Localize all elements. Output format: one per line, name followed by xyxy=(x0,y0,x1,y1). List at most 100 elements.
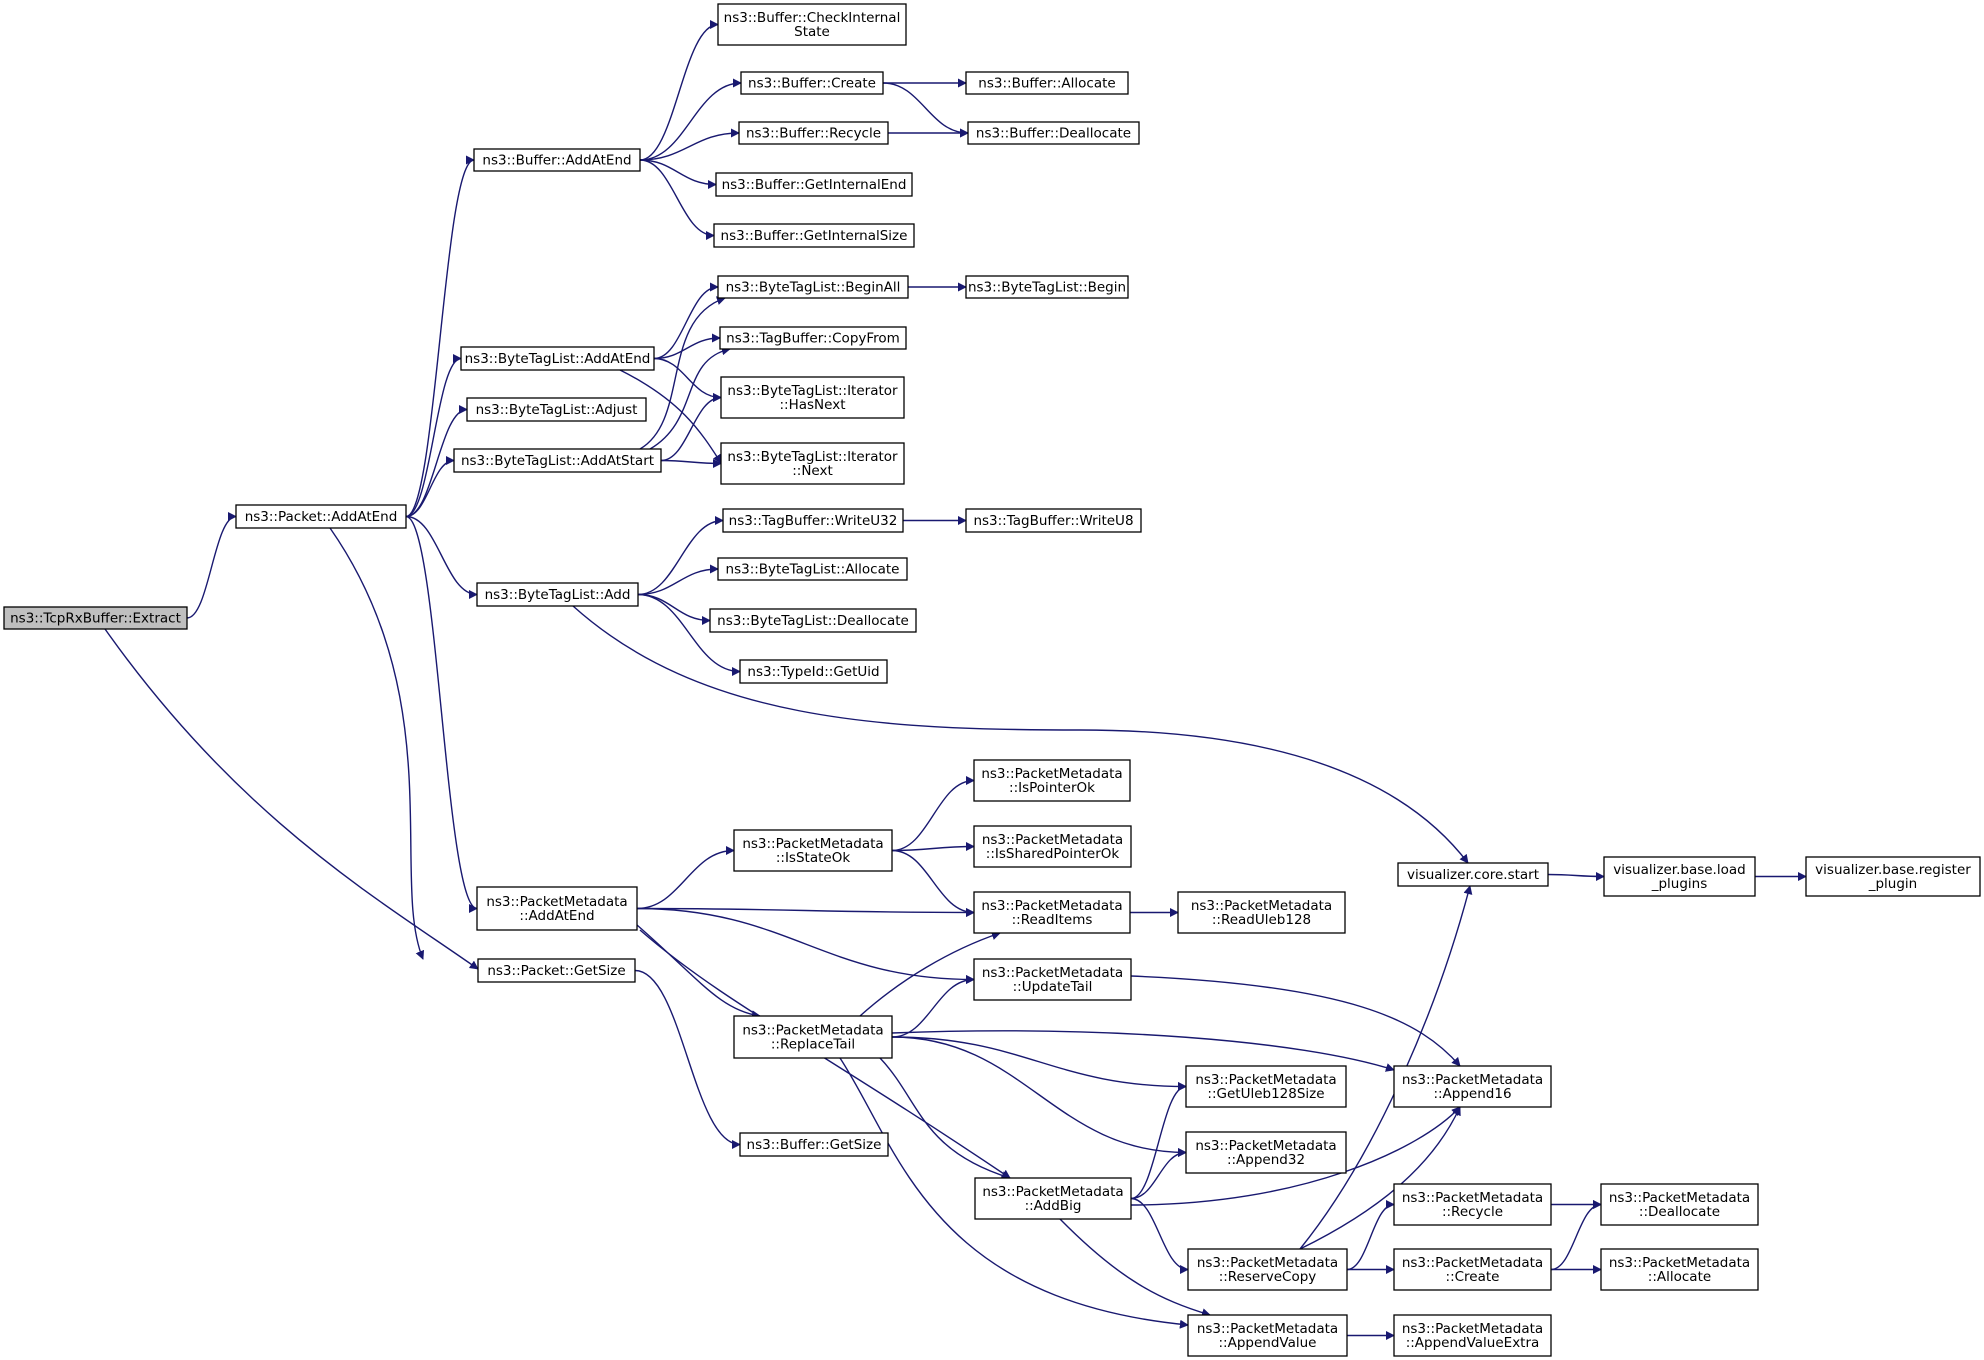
node-btl-iter-next[interactable]: ns3::ByteTagList::Iterator::Next xyxy=(720,442,905,485)
edge-buffer_addatend-to-buffer_getinternalend xyxy=(639,159,717,189)
node-label: ns3::PacketMetadata xyxy=(486,894,627,910)
edge-packet_addatend-to-packet_getsize xyxy=(329,527,425,960)
node-pm-updatetail[interactable]: ns3::PacketMetadata::UpdateTail xyxy=(973,958,1132,1001)
node-buffer-addatend[interactable]: ns3::Buffer::AddAtEnd xyxy=(473,148,641,172)
node-box xyxy=(1805,856,1981,897)
node-pm-replacetail[interactable]: ns3::PacketMetadata::ReplaceTail xyxy=(733,1015,893,1059)
edge-btl_add-to-btl_deallocate xyxy=(637,593,711,625)
edge-btl_addatend-to-btl_beginall xyxy=(653,282,719,360)
edge-pm_addatend-to-pm_readitems xyxy=(636,907,975,917)
edge-btl_add-to-btl_allocate xyxy=(637,564,719,596)
edge-buffer_addatend-to-buffer_recycle xyxy=(639,128,740,161)
edge-tcprx_extract-to-packet_getsize xyxy=(104,628,479,970)
node-tcprx-extract[interactable]: ns3::TcpRxBuffer::Extract xyxy=(3,606,188,630)
node-btl-iter-hasnext[interactable]: ns3::ByteTagList::Iterator::HasNext xyxy=(720,376,905,419)
node-packet-addatend[interactable]: ns3::Packet::AddAtEnd xyxy=(235,504,407,529)
edge-pm_addbig-to-pm_getuleb128size xyxy=(1130,1082,1187,1200)
edge-pm_replacetail-to-pm_readitems xyxy=(859,931,1001,1017)
node-label: ::ReplaceTail xyxy=(771,1037,855,1053)
node-pm-deallocate[interactable]: ns3::PacketMetadata::Deallocate xyxy=(1600,1183,1759,1226)
node-tagbuffer-copyfrom[interactable]: ns3::TagBuffer::CopyFrom xyxy=(719,326,907,350)
node-pm-ispointerok[interactable]: ns3::PacketMetadata::IsPointerOk xyxy=(973,759,1131,802)
node-tagbuffer-writeu8[interactable]: ns3::TagBuffer::WriteU8 xyxy=(965,508,1142,533)
node-buffer-getinternalsize[interactable]: ns3::Buffer::GetInternalSize xyxy=(713,223,915,248)
node-label: ns3::PacketMetadata xyxy=(1402,1072,1543,1088)
node-btl-allocate[interactable]: ns3::ByteTagList::Allocate xyxy=(717,557,908,581)
edge-vis_core_start-to-vis_base_load_plugins xyxy=(1547,871,1605,881)
edge-pm_reservecopy-to-pm_append16 xyxy=(1299,1106,1461,1250)
node-pm-getuleb128size[interactable]: ns3::PacketMetadata::GetUleb128Size xyxy=(1185,1065,1347,1108)
node-label: ns3::Packet::GetSize xyxy=(487,963,625,979)
node-label: ::AppendValue xyxy=(1219,1335,1317,1351)
node-label: ns3::ByteTagList::AddAtStart xyxy=(461,453,654,469)
node-pm-create[interactable]: ns3::PacketMetadata::Create xyxy=(1393,1248,1552,1291)
node-btl-addatend[interactable]: ns3::ByteTagList::AddAtEnd xyxy=(460,346,655,371)
node-box xyxy=(720,376,905,419)
node-btl-deallocate[interactable]: ns3::ByteTagList::Deallocate xyxy=(709,608,917,633)
node-buffer-deallocate[interactable]: ns3::Buffer::Deallocate xyxy=(967,121,1140,145)
node-btl-addatstart[interactable]: ns3::ByteTagList::AddAtStart xyxy=(453,448,662,473)
edge-packet_getsize-to-buffer_getsize xyxy=(634,969,741,1149)
node-buffer-recycle[interactable]: ns3::Buffer::Recycle xyxy=(738,121,889,145)
edges-layer xyxy=(104,20,1807,1340)
edge-packet_addatend-to-buffer_addatend xyxy=(405,155,475,518)
node-label: ns3::Buffer::Deallocate xyxy=(976,126,1131,142)
node-label: ::GetUleb128Size xyxy=(1207,1086,1324,1102)
node-label: ::IsPointerOk xyxy=(1009,780,1095,796)
edge-buffer_addatend-to-buffer_checkinternalstate xyxy=(639,20,719,161)
node-label: ns3::PacketMetadata xyxy=(1191,898,1332,914)
node-btl-beginall[interactable]: ns3::ByteTagList::BeginAll xyxy=(717,275,909,299)
node-buffer-getsize[interactable]: ns3::Buffer::GetSize xyxy=(739,1132,889,1157)
node-buffer-create[interactable]: ns3::Buffer::Create xyxy=(740,71,884,95)
node-packet-getsize[interactable]: ns3::Packet::GetSize xyxy=(477,958,636,983)
edge-pm_reservecopy-to-pm_recycle xyxy=(1346,1200,1395,1271)
node-pm-readuleb128[interactable]: ns3::PacketMetadata::ReadUleb128 xyxy=(1177,891,1346,934)
node-box xyxy=(1393,1314,1552,1357)
node-box xyxy=(717,275,909,299)
node-pm-isstateok[interactable]: ns3::PacketMetadata::IsStateOk xyxy=(733,829,893,872)
node-vis-base-register-plugin[interactable]: visualizer.base.register_plugin xyxy=(1805,856,1981,897)
node-label: ns3::Buffer::Recycle xyxy=(746,126,881,142)
node-pm-readitems[interactable]: ns3::PacketMetadata::ReadItems xyxy=(973,891,1131,934)
edge-btl_addatend-to-btl_iter_hasnext xyxy=(653,357,722,402)
node-pm-appendvalueextra[interactable]: ns3::PacketMetadata::AppendValueExtra xyxy=(1393,1314,1552,1357)
node-pm-reservecopy[interactable]: ns3::PacketMetadata::ReserveCopy xyxy=(1187,1248,1348,1291)
node-pm-issharedpointerok[interactable]: ns3::PacketMetadata::IsSharedPointerOk xyxy=(973,825,1132,868)
node-label: ns3::TagBuffer::WriteU8 xyxy=(973,513,1133,529)
node-label: ::ReadUleb128 xyxy=(1212,912,1311,928)
node-btl-adjust[interactable]: ns3::ByteTagList::Adjust xyxy=(466,397,647,422)
node-box xyxy=(1185,1131,1347,1174)
node-label: ns3::PacketMetadata xyxy=(982,1184,1123,1200)
node-label: ns3::PacketMetadata xyxy=(1195,1138,1336,1154)
node-pm-addbig[interactable]: ns3::PacketMetadata::AddBig xyxy=(974,1177,1132,1220)
node-label: ns3::PacketMetadata xyxy=(982,965,1123,981)
node-vis-core-start[interactable]: visualizer.core.start xyxy=(1397,862,1549,887)
node-pm-append16[interactable]: ns3::PacketMetadata::Append16 xyxy=(1393,1065,1552,1108)
node-label: _plugin xyxy=(1868,876,1918,892)
node-box xyxy=(1600,1183,1759,1226)
node-label: ::AddAtEnd xyxy=(519,908,594,924)
node-buffer-getinternalend[interactable]: ns3::Buffer::GetInternalEnd xyxy=(715,172,913,197)
node-box xyxy=(235,504,407,529)
node-btl-add[interactable]: ns3::ByteTagList::Add xyxy=(476,582,639,607)
node-tagbuffer-writeu32[interactable]: ns3::TagBuffer::WriteU32 xyxy=(722,508,904,533)
edge-pm_updatetail-to-pm_append16 xyxy=(1130,975,1461,1067)
edge-btl_addatend-to-btl_iter_next xyxy=(619,369,722,464)
node-pm-append32[interactable]: ns3::PacketMetadata::Append32 xyxy=(1185,1131,1347,1174)
node-typeid-getuid[interactable]: ns3::TypeId::GetUid xyxy=(739,659,888,684)
node-pm-allocate[interactable]: ns3::PacketMetadata::Allocate xyxy=(1600,1248,1759,1291)
node-btl-begin[interactable]: ns3::ByteTagList::Begin xyxy=(965,275,1129,299)
node-label: ns3::Packet::AddAtEnd xyxy=(245,509,398,525)
edge-pm_addatend-to-pm_isstateok xyxy=(636,846,735,910)
edge-tcprx_extract-to-packet_addatend xyxy=(186,512,237,619)
node-buffer-allocate[interactable]: ns3::Buffer::Allocate xyxy=(965,71,1129,95)
node-pm-addatend[interactable]: ns3::PacketMetadata::AddAtEnd xyxy=(476,886,638,931)
edge-pm_addatend-to-pm_updatetail xyxy=(636,907,975,984)
node-pm-appendvalue[interactable]: ns3::PacketMetadata::AppendValue xyxy=(1187,1314,1348,1357)
node-label: ::HasNext xyxy=(779,397,845,413)
node-pm-recycle[interactable]: ns3::PacketMetadata::Recycle xyxy=(1393,1183,1552,1226)
node-label: ::Deallocate xyxy=(1639,1204,1720,1220)
node-vis-base-load-plugins[interactable]: visualizer.base.load_plugins xyxy=(1603,856,1756,897)
